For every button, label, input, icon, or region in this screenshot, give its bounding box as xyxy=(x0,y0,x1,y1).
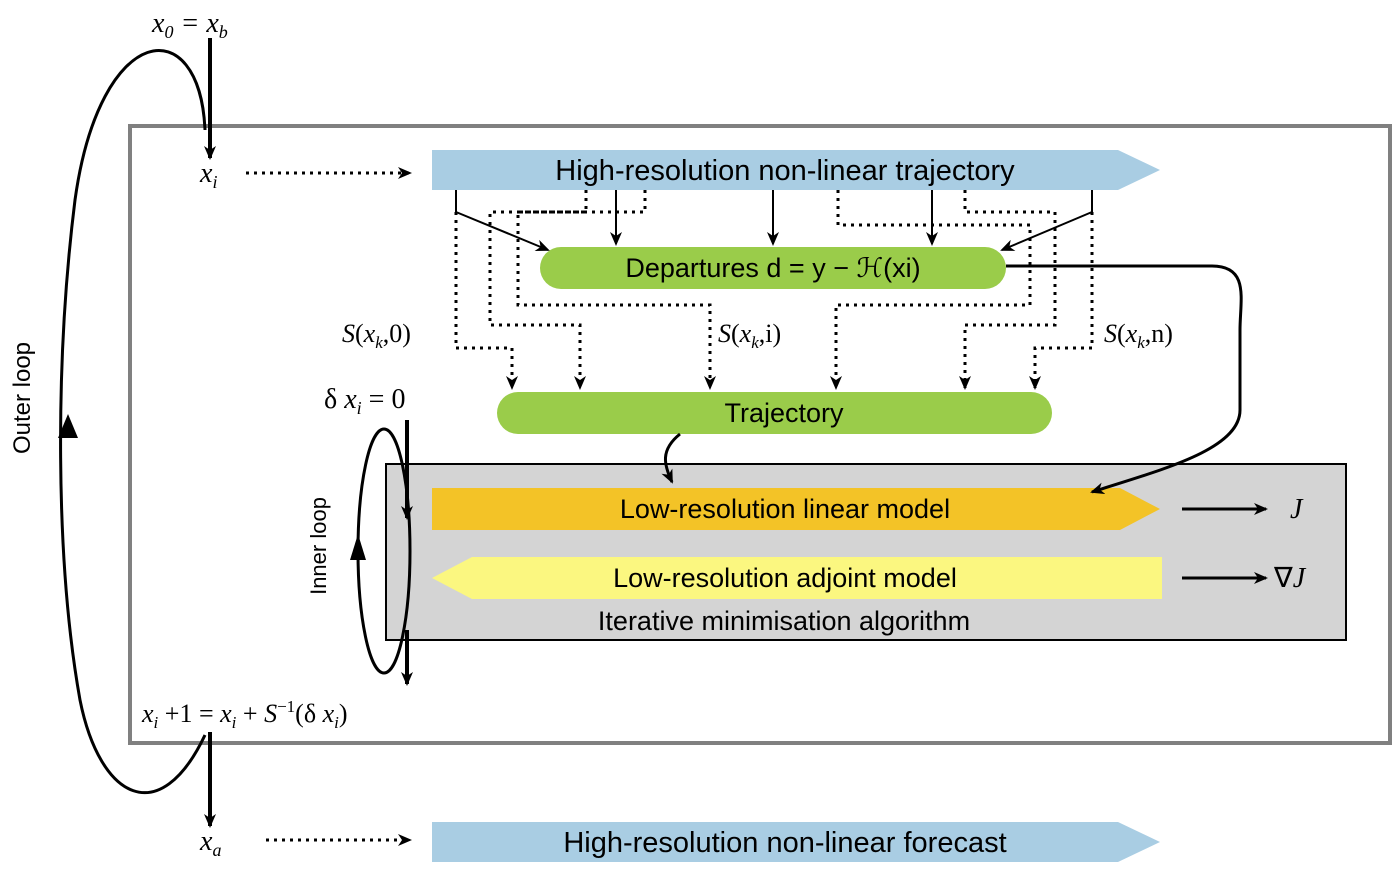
departures-label: Departures d = y − ℋ(xi) xyxy=(625,253,920,283)
iterative-label: Iterative minimisation algorithm xyxy=(598,606,970,636)
grad-j-label: ∇J xyxy=(1273,563,1307,594)
inner-loop-arrowhead xyxy=(350,534,366,560)
delta-xi-label: δ xi = 0 xyxy=(324,384,405,418)
s-xk-0-label: S(xk,0) xyxy=(342,319,411,352)
hr-forecast-label: High-resolution non-linear forecast xyxy=(563,827,1006,859)
hr-trajectory-label: High-resolution non-linear trajectory xyxy=(555,155,1015,187)
hr-to-dep-arrow-5b xyxy=(1000,211,1093,251)
s-xk-i-label: S(xk,i) xyxy=(718,319,781,352)
hr-forecast-arrow xyxy=(432,822,1160,862)
j-label: J xyxy=(1290,494,1304,525)
hr-trajectory-arrow xyxy=(432,150,1160,190)
hr-to-dep-arrow-1b xyxy=(455,211,550,251)
lr-linear-arrow xyxy=(432,488,1160,530)
outer-loop-curve xyxy=(59,49,207,795)
xi-label: xi xyxy=(199,158,217,192)
dep-to-linear-arrow xyxy=(1006,264,1243,495)
outer-loop-arrowhead xyxy=(58,414,78,438)
lr-linear-label: Low-resolution linear model xyxy=(620,494,950,524)
s-xk-n-label: S(xk,n) xyxy=(1104,319,1173,352)
lr-adjoint-label: Low-resolution adjoint model xyxy=(613,563,957,593)
update-equation: xi +1 = xi + S−1(δ xi) xyxy=(141,697,348,732)
traj-to-linear-arrow xyxy=(661,432,681,484)
trajectory-label: Trajectory xyxy=(724,398,844,428)
outer-frame xyxy=(128,124,1392,745)
xa-label: xa xyxy=(199,826,221,860)
x0-label: x0 = xb xyxy=(151,8,228,42)
inner-loop-label: Inner loop xyxy=(306,497,331,595)
lr-adjoint-arrow xyxy=(432,557,1162,599)
trajectory-box xyxy=(497,392,1052,434)
outer-loop-label: Outer loop xyxy=(9,342,36,454)
departures-box xyxy=(540,247,1006,289)
